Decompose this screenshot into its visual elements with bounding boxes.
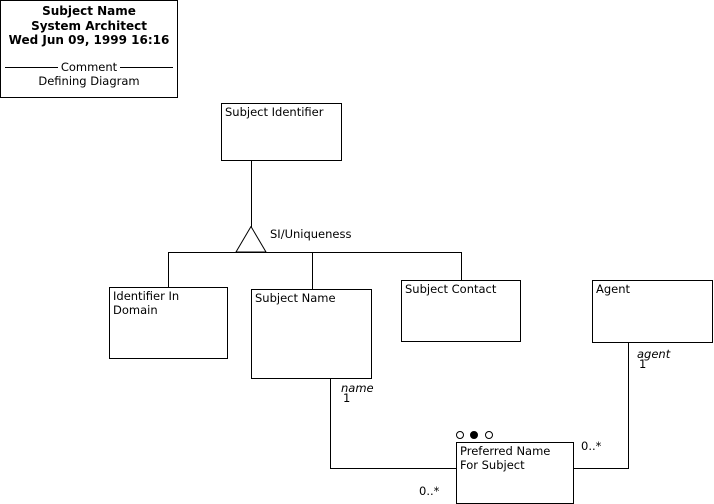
- comment-label: Comment: [60, 60, 118, 74]
- divider-rule-right: [120, 67, 173, 68]
- entity-label-agent: Agent: [596, 282, 631, 296]
- generalization-triangle-icon: [235, 226, 267, 253]
- hollow-circle-icon-right: [485, 431, 493, 439]
- comment-divider: Comment: [5, 61, 173, 74]
- diagram-title-line-1: Subject Name: [42, 4, 136, 18]
- entity-label-preferred-name-for-subject: Preferred Name For Subject: [460, 444, 551, 472]
- multiplicity-label-name: 1: [343, 391, 351, 405]
- connector-bus-to-subject-name: [312, 252, 313, 290]
- filled-circle-icon-middle: [470, 431, 478, 439]
- role-label-agent: agent: [637, 347, 671, 361]
- entity-box-preferred-name-for-subject[interactable]: Preferred Name For Subject: [456, 442, 574, 504]
- multiplicity-label-preferred-left: 0..*: [419, 484, 440, 498]
- connector-subject-name-vertical: [330, 379, 331, 469]
- entity-label-subject-identifier: Subject Identifier: [225, 105, 324, 119]
- multiplicity-label-preferred-right: 0..*: [581, 439, 602, 453]
- diagram-title-block: Subject Name System Architect Wed Jun 09…: [1, 4, 177, 48]
- diagram-title-line-2: System Architect: [31, 18, 147, 33]
- entity-label-subject-name: Subject Name: [255, 291, 336, 305]
- divider-rule-left: [5, 67, 58, 68]
- connector-bus-to-subject-contact: [461, 252, 462, 281]
- connector-subject-name-horizontal: [330, 468, 457, 469]
- diagram-header-box: Subject Name System Architect Wed Jun 09…: [0, 0, 178, 98]
- generalization-label: SI/Uniqueness: [270, 227, 352, 241]
- connector-agent-horizontal: [573, 468, 629, 469]
- entity-box-agent[interactable]: Agent: [592, 280, 713, 343]
- connector-agent-vertical: [628, 343, 629, 469]
- connector-subject-identifier-to-generalization: [251, 160, 252, 227]
- multiplicity-label-agent: 1: [639, 357, 647, 371]
- hollow-circle-icon-left: [456, 431, 464, 439]
- entity-label-subject-contact: Subject Contact: [405, 282, 497, 296]
- connector-bus-to-identifier-in-domain: [168, 252, 169, 288]
- entity-box-identifier-in-domain[interactable]: Identifier In Domain: [109, 287, 228, 359]
- entity-label-identifier-in-domain: Identifier In Domain: [113, 289, 180, 317]
- role-label-name: name: [341, 381, 374, 395]
- entity-box-subject-name[interactable]: Subject Name: [251, 289, 372, 379]
- diagram-title-line-3: Wed Jun 09, 1999 16:16: [8, 33, 170, 47]
- defining-diagram-label: Defining Diagram: [38, 74, 140, 88]
- entity-box-subject-contact[interactable]: Subject Contact: [401, 280, 521, 342]
- connector-generalization-bus: [168, 252, 462, 253]
- entity-box-subject-identifier[interactable]: Subject Identifier: [221, 103, 342, 161]
